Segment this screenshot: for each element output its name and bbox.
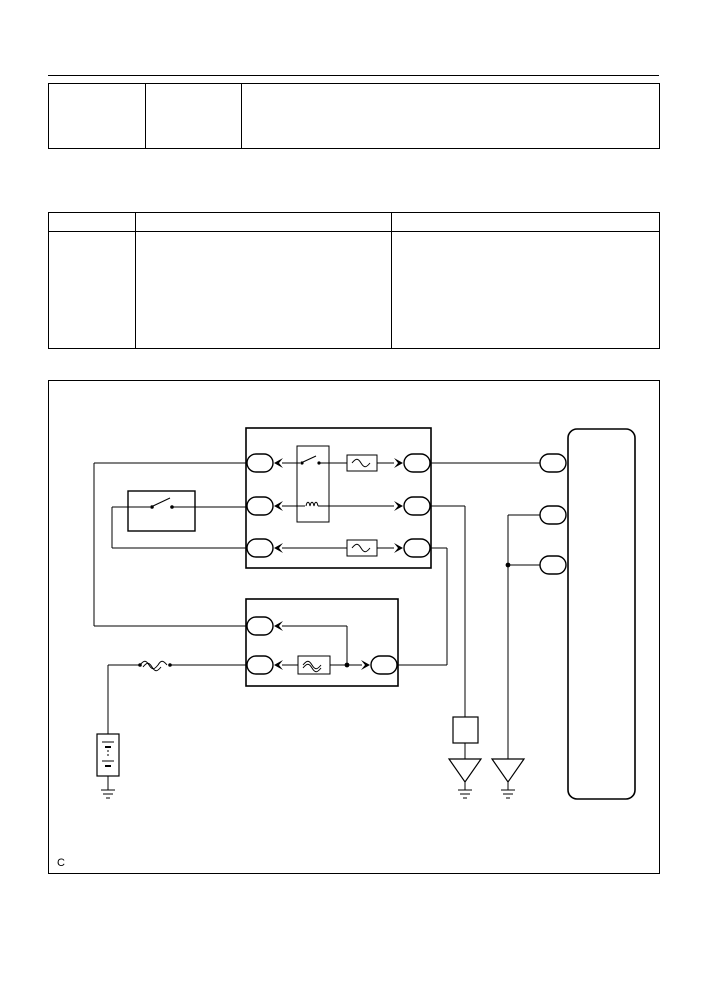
relay-block — [245, 427, 432, 569]
arrow-icon — [274, 458, 283, 468]
arrow-icon — [394, 543, 403, 553]
connector — [539, 555, 567, 575]
relay-switch — [302, 455, 317, 463]
connector — [246, 655, 274, 675]
connector — [246, 453, 274, 473]
arrow-icon — [274, 543, 283, 553]
connector — [403, 538, 431, 558]
info-table — [48, 212, 660, 349]
fuse-icon — [346, 454, 378, 472]
connector — [403, 496, 431, 516]
connector — [370, 655, 398, 675]
junction-block — [245, 598, 399, 687]
ground-icon — [501, 789, 515, 799]
arrow-icon — [361, 660, 370, 670]
switch-box — [127, 490, 196, 532]
switch-icon — [152, 497, 171, 507]
ground-icon — [101, 789, 115, 799]
wiring-diagram-frame — [48, 380, 660, 874]
arrow-icon — [274, 501, 283, 511]
header-table-divider — [145, 84, 146, 148]
header-table — [48, 83, 660, 149]
junction-dot — [344, 662, 350, 668]
relay-element — [296, 445, 330, 523]
arrow-icon — [274, 660, 283, 670]
info-table-header-rule — [49, 231, 659, 232]
connector — [246, 616, 274, 636]
connector — [539, 505, 567, 525]
connector — [246, 538, 274, 558]
junction-dot — [505, 562, 511, 568]
arrow-icon — [394, 501, 403, 511]
antenna-icon — [490, 758, 526, 784]
connector — [403, 453, 431, 473]
top-rule — [48, 75, 659, 76]
sensor-box — [452, 716, 479, 744]
connector — [246, 496, 274, 516]
arrow-icon — [274, 621, 283, 631]
connector — [539, 453, 567, 473]
info-table-divider — [135, 213, 136, 348]
ecu-box — [567, 428, 636, 800]
ground-icon — [458, 789, 472, 799]
relay-coil-icon — [305, 501, 319, 507]
fuse-icon — [346, 539, 378, 557]
header-table-divider — [241, 84, 242, 148]
antenna-icon — [447, 758, 483, 784]
figure-code: C — [57, 857, 65, 869]
arrow-icon — [394, 458, 403, 468]
info-table-divider — [391, 213, 392, 348]
